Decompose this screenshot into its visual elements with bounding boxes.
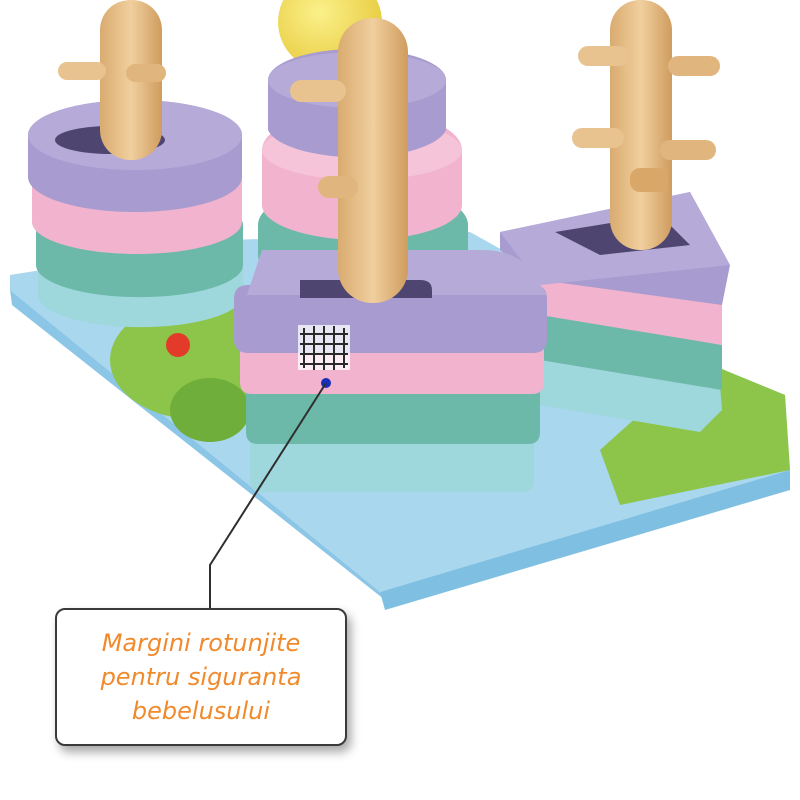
wooden-peg — [610, 0, 672, 250]
callout-line-3: bebelusului — [131, 697, 271, 725]
square-peg-stack — [234, 18, 547, 492]
wooden-peg — [338, 18, 408, 303]
callout-line-2: pentru siguranta — [100, 663, 302, 691]
callout-text: Margini rotunjite pentru siguranta bebel… — [76, 626, 326, 728]
round-peg-stack — [28, 0, 243, 328]
mesh-patch-icon — [298, 325, 350, 370]
safety-callout-box: Margini rotunjite pentru siguranta bebel… — [55, 608, 347, 746]
leader-line — [209, 382, 327, 610]
grass-area — [600, 360, 790, 505]
apple-illustration — [166, 333, 190, 357]
callout-line-1: Margini rotunjite — [101, 629, 301, 657]
triangle-peg-stack — [500, 0, 730, 432]
